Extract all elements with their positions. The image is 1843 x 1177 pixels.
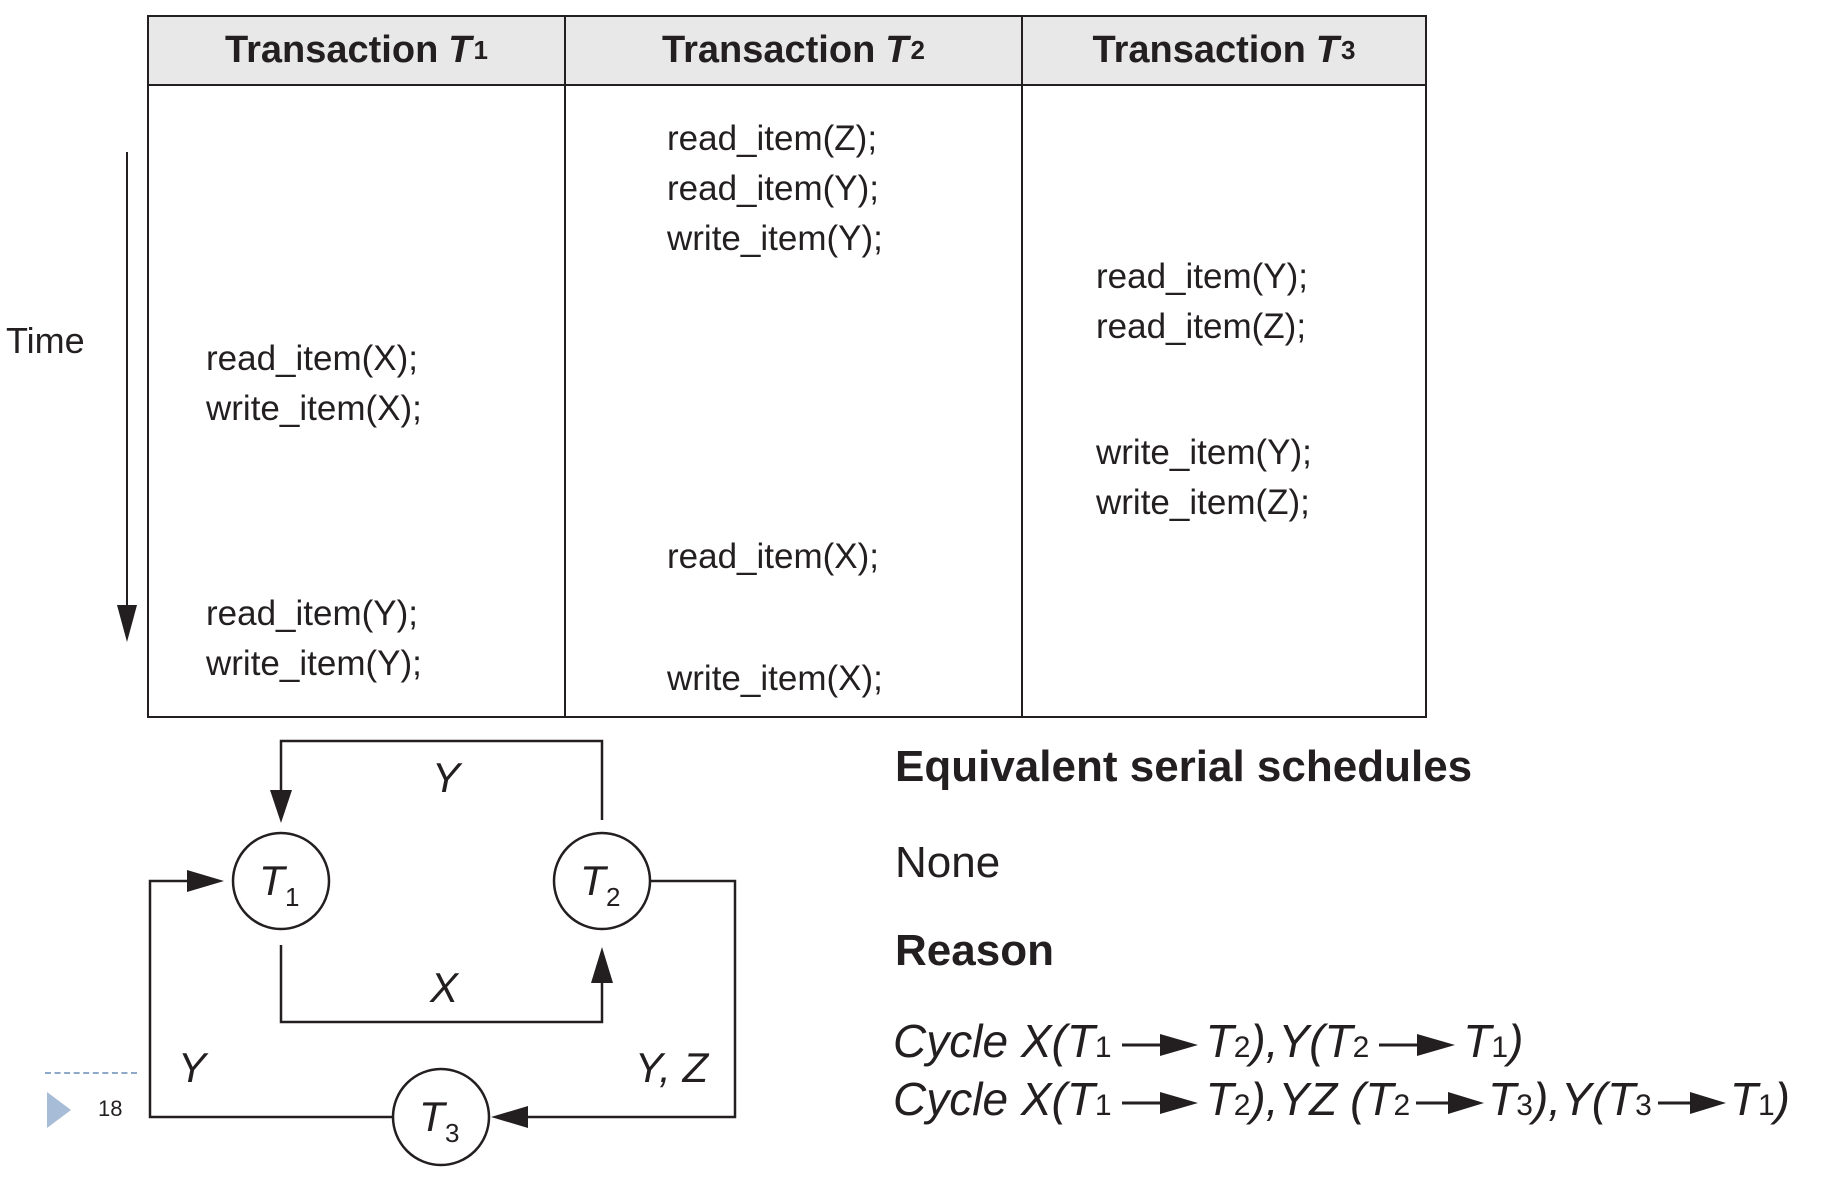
heading-equivalent-serial-schedules: Equivalent serial schedules [895,742,1473,791]
node-t3: T 3 [391,1067,491,1167]
precedence-graph: T 1 T 2 T 3 Y X Y Y, Z [148,739,737,1167]
node-t1: T 1 [231,831,331,931]
t2-op: write_item(Y); [667,219,883,258]
cycle-subscript: 2 [1352,1031,1370,1064]
column-divider [564,17,566,716]
header-var: T [885,29,909,71]
cycle-text: T [1463,1015,1492,1067]
cycle-subscript: 3 [1516,1089,1533,1122]
cycle-text: ) [1508,1015,1524,1067]
cycle-word: Cycle [893,1015,1009,1067]
edge-t2-to-t1 [270,739,604,823]
cycle-subscript: 2 [1233,1089,1251,1122]
node-t2: T 2 [552,831,652,931]
cycle-text: T [1729,1073,1758,1125]
header-label: Transaction [225,29,439,71]
cycle-text: ) [1774,1073,1790,1125]
edge-t1-to-t2 [279,945,613,1024]
header-var: T [1315,29,1340,71]
slide-triangle-icon [47,1092,71,1128]
heading-reason: Reason [895,926,1054,975]
footer-divider [45,1072,137,1074]
time-axis-label: Time [6,320,85,361]
cycle-subscript: 1 [1757,1089,1775,1122]
t3-op: write_item(Z); [1096,483,1310,522]
edge-label-t2-t3: Y, Z [635,1044,709,1091]
t3-op: read_item(Z); [1096,307,1307,346]
header-sub: 1 [473,35,488,65]
cycle-text: X(T [1020,1073,1095,1125]
edge-label-t1-t2: X [429,964,460,1011]
cycle-subscript: 3 [1635,1089,1652,1122]
node-label: T [419,1093,448,1140]
cycle-text: ),Y(T [1250,1015,1353,1067]
edge-t3-to-t1 [148,870,395,1119]
schedules-value: None [895,838,1001,887]
arrow-icon [1656,1091,1726,1115]
cycle-text: X(T [1020,1015,1095,1067]
cycle-text: ),YZ (T [1250,1073,1394,1125]
arrow-icon [1414,1091,1485,1115]
t2-op: read_item(X); [667,537,880,576]
cycle-text: T [1205,1015,1234,1067]
cycle-text: T [1205,1073,1234,1125]
page-number: 18 [98,1096,123,1121]
t1-op: read_item(X); [206,339,419,378]
node-subscript: 2 [606,882,620,912]
edge-t2-to-t3 [491,879,737,1128]
arrow-icon [1120,1091,1198,1115]
node-label: T [259,857,288,904]
t3-op: read_item(Y); [1096,257,1309,296]
t1-op: write_item(Y); [206,644,422,683]
t1-op: read_item(Y); [206,594,419,633]
cycle-subscript: 1 [1094,1031,1112,1064]
node-subscript: 3 [445,1118,459,1148]
column-divider [1021,17,1023,716]
cycle-word: Cycle [893,1073,1009,1125]
t1-op: write_item(X); [206,389,422,428]
t2-op: write_item(X); [667,659,883,698]
cycle-text: ),Y(T [1532,1073,1636,1125]
header-sub: 2 [910,35,925,65]
edge-label-t3-t1: Y [178,1044,209,1091]
header-label: Transaction [1092,29,1306,71]
header-label: Transaction [662,29,876,71]
header-sub: 3 [1341,35,1356,65]
header-var: T [448,29,472,71]
t3-op: write_item(Y); [1096,433,1312,472]
t2-op: read_item(Y); [667,169,880,208]
cycle-subscript: 2 [1233,1031,1251,1064]
node-label: T [580,857,609,904]
arrow-icon [1377,1033,1456,1057]
cycle-subscript: 2 [1393,1089,1411,1122]
edge-label-t2-t1: Y [432,754,463,801]
time-arrow [117,152,137,642]
node-subscript: 1 [285,882,299,912]
cycle-subscript: 1 [1094,1089,1112,1122]
arrow-icon [1120,1033,1198,1057]
cycle-text: T [1488,1073,1517,1125]
cycle-subscript: 1 [1491,1031,1509,1064]
t2-op: read_item(Z); [667,119,878,158]
